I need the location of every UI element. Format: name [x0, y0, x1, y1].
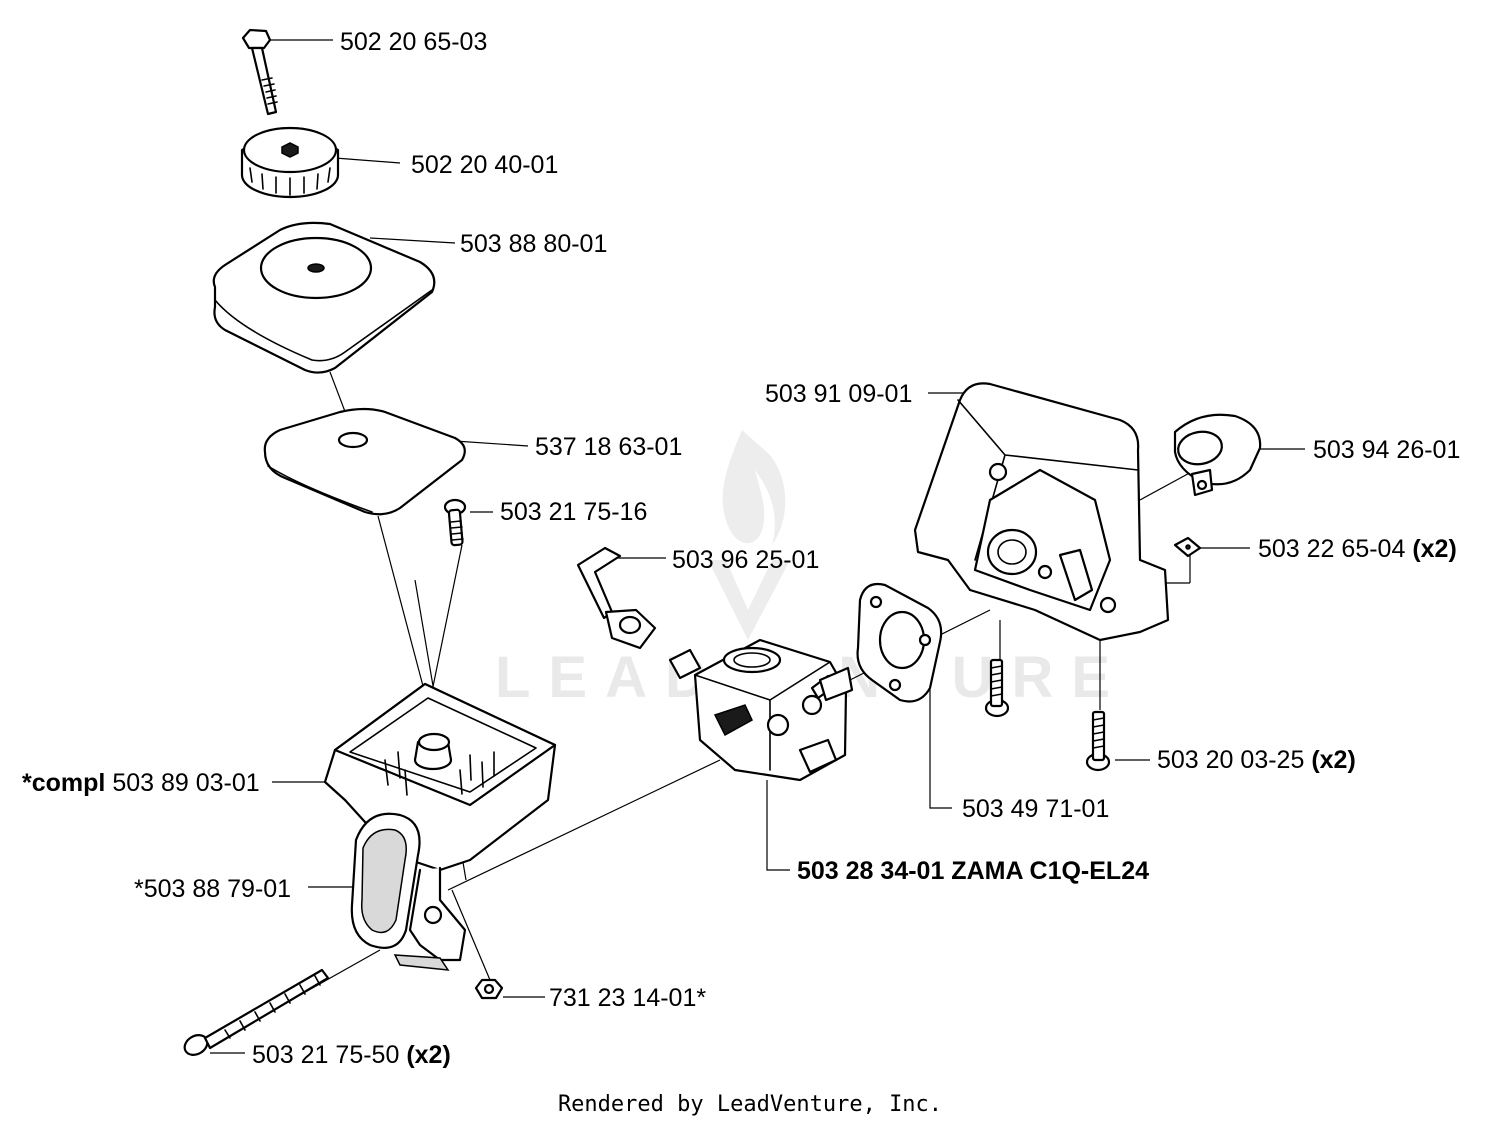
label-housing-prefix: *compl	[22, 769, 105, 797]
label-sleeve: 503 94 26-01	[1313, 436, 1460, 464]
label-screw-small: 503 21 75-16	[500, 498, 647, 526]
label-nut: 731 23 14-01*	[549, 984, 706, 1012]
label-choke-lever: 503 96 25-01	[672, 546, 819, 574]
label-screw-pair-qty: (x2)	[1311, 746, 1355, 774]
label-square-nut-qty: (x2)	[1412, 535, 1456, 563]
gasket-part	[856, 582, 943, 703]
label-filter-element: 537 18 63-01	[535, 433, 682, 461]
nut-part	[474, 978, 504, 1000]
label-bolt-top: 502 20 65-03	[340, 28, 487, 56]
label-gasket: 503 49 71-01	[962, 795, 1109, 823]
knob-part	[240, 126, 340, 199]
label-bolt-long-number: 503 21 75-50	[252, 1041, 399, 1069]
choke-button-part	[350, 812, 421, 949]
square-nut-part	[1173, 536, 1202, 558]
bolt-top-part	[241, 28, 278, 116]
label-square-nut-number: 503 22 65-04	[1258, 535, 1405, 563]
label-bolt-long: 503 21 75-50 (x2)	[252, 1041, 451, 1069]
callout-labels: 502 20 65-03 502 20 40-01 503 88 80-01 5…	[22, 28, 1460, 1069]
screw-pair-part	[984, 658, 1111, 772]
label-choke-button: *503 88 79-01	[134, 875, 291, 903]
carburetor-part	[668, 638, 854, 782]
choke-lever-part	[576, 546, 657, 650]
label-square-nut: 503 22 65-04 (x2)	[1258, 535, 1457, 563]
label-carburetor: 503 28 34-01 ZAMA C1Q-EL24	[797, 857, 1149, 885]
label-intake-elbow: 503 91 09-01	[765, 380, 912, 408]
small-screw-part	[443, 498, 467, 547]
label-filter-cover: 503 88 80-01	[460, 230, 607, 258]
label-bolt-long-qty: (x2)	[406, 1041, 450, 1069]
label-knob: 502 20 40-01	[411, 151, 558, 179]
long-bolt-part	[183, 968, 330, 1056]
intake-elbow-part	[913, 382, 1170, 642]
filter-cover-part	[212, 221, 436, 374]
filter-element-part	[263, 407, 466, 516]
label-housing-number: 503 89 03-01	[112, 769, 259, 797]
sleeve-part	[1173, 413, 1262, 497]
footer-credit: Rendered by LeadVenture, Inc.	[558, 1092, 942, 1117]
label-screw-pair: 503 20 03-25 (x2)	[1157, 746, 1356, 774]
label-screw-pair-number: 503 20 03-25	[1157, 746, 1304, 774]
label-housing-compl: *compl 503 89 03-01	[22, 769, 260, 797]
